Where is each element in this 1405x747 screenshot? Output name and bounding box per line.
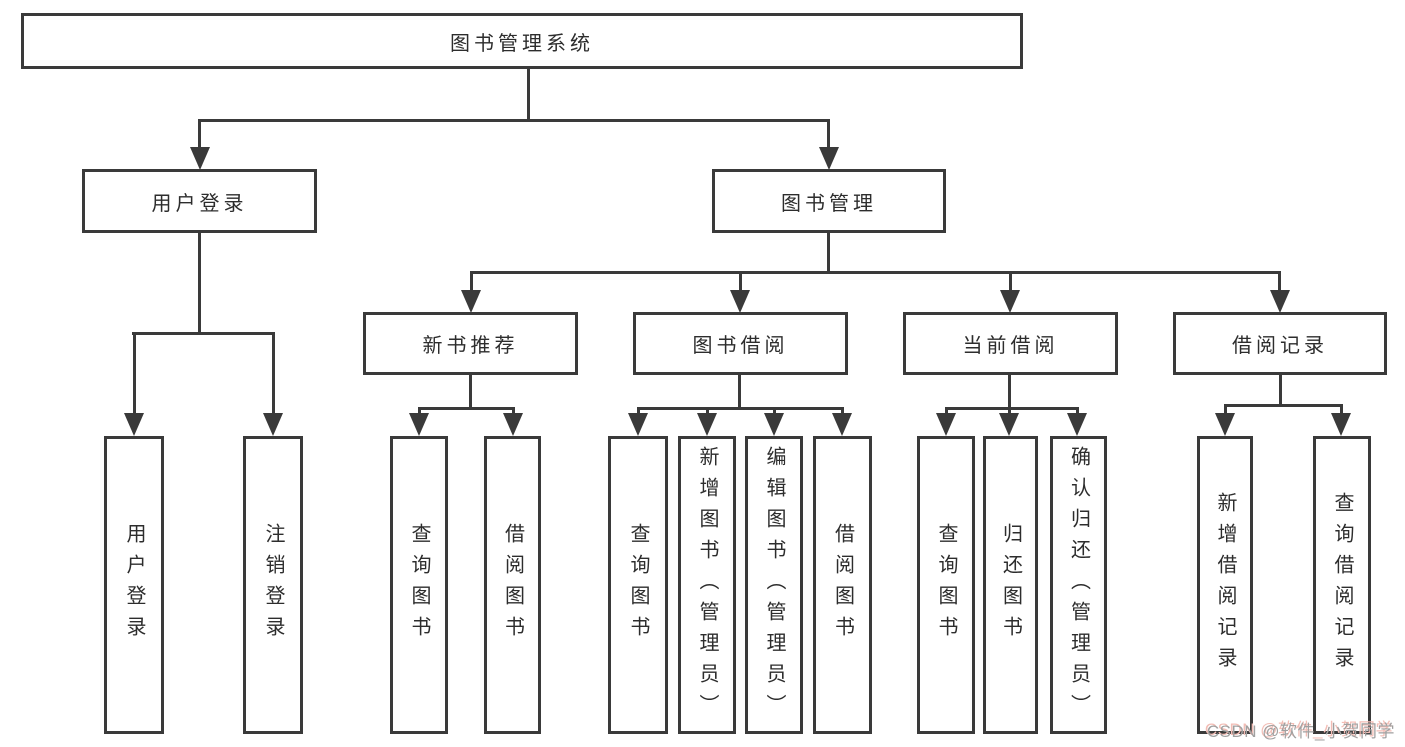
leaf-query-borrow-record: 查询借阅记录 bbox=[1313, 436, 1371, 734]
connector-line bbox=[527, 69, 530, 121]
leaf-query-books: 查询图书 bbox=[390, 436, 448, 734]
node-label: 查询借阅记录 bbox=[1331, 492, 1353, 678]
connector-line bbox=[945, 407, 1079, 410]
connector-line bbox=[132, 332, 275, 335]
arrow-down-icon bbox=[461, 290, 481, 313]
node-label: 新书推荐 bbox=[422, 335, 519, 357]
connector-line bbox=[470, 271, 1281, 274]
node-label: 图书管理 bbox=[781, 192, 877, 215]
connector-line bbox=[637, 407, 844, 410]
leaf-add-borrow-record: 新增借阅记录 bbox=[1197, 436, 1253, 734]
node-user-login: 用户登录 bbox=[82, 169, 317, 233]
leaf-query-books: 查询图书 bbox=[608, 436, 668, 734]
node-borrowing-records: 借阅记录 bbox=[1173, 312, 1387, 375]
node-new-book-recommendation: 新书推荐 bbox=[363, 312, 578, 375]
connector-line bbox=[637, 407, 640, 417]
connector-line bbox=[1224, 404, 1343, 407]
connector-line bbox=[1076, 407, 1079, 417]
node-label: 查询图书 bbox=[935, 523, 957, 647]
arrow-down-icon bbox=[124, 413, 144, 436]
connector-line bbox=[827, 233, 830, 274]
connector-line bbox=[198, 119, 830, 122]
node-label: 借阅记录 bbox=[1232, 335, 1328, 357]
node-label: 图书管理系统 bbox=[450, 32, 594, 55]
leaf-user-login: 用户登录 bbox=[104, 436, 164, 734]
leaf-add-books-admin: 新增图书（管理员） bbox=[678, 436, 736, 734]
connector-line bbox=[945, 407, 948, 417]
connector-line bbox=[470, 271, 473, 293]
node-root-library-management-system: 图书管理系统 bbox=[21, 13, 1023, 69]
connector-line bbox=[706, 407, 709, 417]
connector-line bbox=[739, 271, 742, 293]
leaf-query-books: 查询图书 bbox=[917, 436, 975, 734]
node-label: 用户登录 bbox=[123, 523, 145, 647]
connector-line bbox=[512, 407, 515, 417]
connector-line bbox=[469, 375, 472, 410]
leaf-borrow-books: 借阅图书 bbox=[484, 436, 541, 734]
node-label: 借阅图书 bbox=[831, 523, 854, 647]
node-label: 新增借阅记录 bbox=[1214, 492, 1236, 678]
node-book-borrowing: 图书借阅 bbox=[633, 312, 848, 375]
connector-line bbox=[198, 119, 201, 151]
connector-line bbox=[133, 332, 136, 418]
csdn-watermark: CSDN @软件_小贺同学 bbox=[1206, 722, 1395, 741]
connector-line bbox=[773, 407, 776, 417]
connector-line bbox=[418, 407, 421, 417]
arrow-down-icon bbox=[819, 147, 839, 170]
connector-line bbox=[1279, 375, 1282, 407]
node-label: 确认归还（管理员） bbox=[1067, 445, 1090, 725]
connector-line bbox=[1009, 271, 1012, 293]
node-label: 查询图书 bbox=[627, 523, 649, 647]
node-label: 归还图书 bbox=[999, 523, 1022, 647]
node-label: 注销登录 bbox=[262, 523, 284, 647]
leaf-borrow-books: 借阅图书 bbox=[813, 436, 872, 734]
connector-line bbox=[418, 407, 515, 410]
node-current-borrowing: 当前借阅 bbox=[903, 312, 1118, 375]
node-label: 借阅图书 bbox=[501, 523, 524, 647]
arrow-down-icon bbox=[832, 413, 852, 436]
arrow-down-icon bbox=[263, 413, 283, 436]
connector-line bbox=[1340, 404, 1343, 415]
node-book-management: 图书管理 bbox=[712, 169, 946, 233]
arrow-down-icon bbox=[999, 413, 1019, 436]
connector-line bbox=[1278, 271, 1281, 293]
arrow-down-icon bbox=[409, 413, 429, 436]
arrow-down-icon bbox=[503, 413, 523, 436]
arrow-down-icon bbox=[730, 290, 750, 313]
arrow-down-icon bbox=[764, 413, 784, 436]
connector-line bbox=[1224, 404, 1227, 415]
arrow-down-icon bbox=[1270, 290, 1290, 313]
node-label: 用户登录 bbox=[151, 192, 248, 215]
connector-line bbox=[841, 407, 844, 417]
leaf-return-books: 归还图书 bbox=[983, 436, 1038, 734]
node-label: 当前借阅 bbox=[962, 335, 1059, 357]
connector-line bbox=[1008, 407, 1011, 417]
connector-line bbox=[738, 375, 741, 410]
leaf-logout: 注销登录 bbox=[243, 436, 303, 734]
connector-line bbox=[1008, 375, 1011, 410]
arrow-down-icon bbox=[1331, 413, 1351, 436]
leaf-confirm-return-admin: 确认归还（管理员） bbox=[1050, 436, 1107, 734]
arrow-down-icon bbox=[697, 413, 717, 436]
arrow-down-icon bbox=[628, 413, 648, 436]
connector-line bbox=[827, 119, 830, 151]
node-label: 新增图书（管理员） bbox=[696, 445, 718, 725]
connector-line bbox=[272, 332, 275, 418]
node-label: 图书借阅 bbox=[692, 335, 789, 357]
node-label: 编辑图书（管理员） bbox=[763, 445, 785, 725]
arrow-down-icon bbox=[1067, 413, 1087, 436]
leaf-edit-books-admin: 编辑图书（管理员） bbox=[745, 436, 803, 734]
arrow-down-icon bbox=[936, 413, 956, 436]
connector-line bbox=[198, 233, 201, 335]
arrow-down-icon bbox=[190, 147, 210, 170]
node-label: 查询图书 bbox=[408, 523, 430, 647]
arrow-down-icon bbox=[1215, 413, 1235, 436]
arrow-down-icon bbox=[1000, 290, 1020, 313]
